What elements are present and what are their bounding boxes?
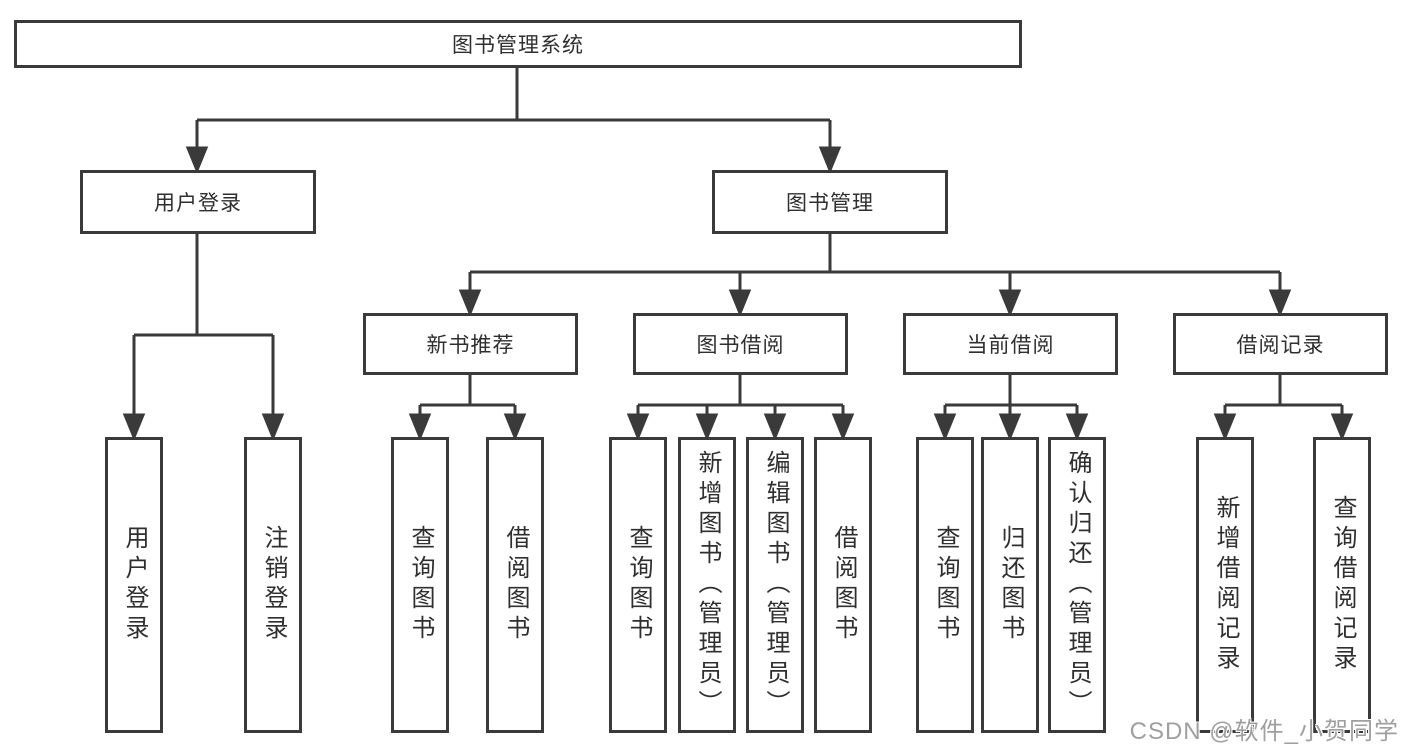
node-label: 用户登录 <box>121 525 148 645</box>
node-label: 查询借阅记录 <box>1329 495 1356 675</box>
node-user-login: 用户登录 <box>80 170 316 234</box>
arrow-down-icon <box>1065 413 1089 441</box>
node-label: 图书管理系统 <box>452 34 584 57</box>
connectors-root-to-level2 <box>185 66 842 174</box>
arrow-down-icon <box>933 413 957 441</box>
node-label: 新书推荐 <box>426 334 515 357</box>
node-label: 确认归还（管理员） <box>1064 450 1091 720</box>
arrow-down-icon <box>1330 413 1354 441</box>
node-label: 图书管理 <box>786 192 874 215</box>
node-label: 新增借阅记录 <box>1212 495 1239 675</box>
connectors-current-borrowing-branch <box>933 373 1089 441</box>
connectors-book-borrowing-branch <box>626 373 855 441</box>
leaf-user-login: 用户登录 <box>105 437 163 733</box>
node-label: 借阅记录 <box>1236 334 1325 357</box>
leaf-edit-books-admin: 编辑图书（管理员） <box>746 437 804 733</box>
arrow-down-icon <box>626 413 650 441</box>
node-label: 注销登录 <box>260 525 287 645</box>
arrow-down-icon <box>763 413 787 441</box>
arrow-down-icon <box>122 413 146 441</box>
leaf-borrow-books-recommend: 借阅图书 <box>486 437 544 733</box>
connectors-new-book-recommend-branch <box>408 373 527 441</box>
leaf-query-books-recommend: 查询图书 <box>391 437 449 733</box>
node-label: 借阅图书 <box>830 525 857 645</box>
arrow-down-icon <box>728 289 752 317</box>
arrow-down-icon <box>458 289 482 317</box>
node-book-management: 图书管理 <box>712 170 948 234</box>
node-new-book-recommend: 新书推荐 <box>363 313 578 375</box>
leaf-confirm-return-admin: 确认归还（管理员） <box>1048 437 1106 733</box>
node-label: 查询图书 <box>625 525 652 645</box>
node-label: 当前借阅 <box>966 334 1055 357</box>
leaf-add-borrow-record: 新增借阅记录 <box>1196 437 1254 733</box>
csdn-watermark: CSDN @软件_小贺同学 <box>1129 718 1399 745</box>
node-label: 图书借阅 <box>696 334 785 357</box>
node-label: 借阅图书 <box>502 525 529 645</box>
arrow-down-icon <box>695 413 719 441</box>
arrow-down-icon <box>998 413 1022 441</box>
connectors-book-management-branch <box>458 232 1292 317</box>
arrow-down-icon <box>831 413 855 441</box>
node-label: 编辑图书（管理员） <box>762 450 789 720</box>
node-root: 图书管理系统 <box>14 20 1022 68</box>
leaf-logout-login: 注销登录 <box>244 437 302 733</box>
arrow-down-icon <box>1268 289 1292 317</box>
node-borrowing-records: 借阅记录 <box>1173 313 1388 375</box>
node-label: 用户登录 <box>154 192 242 215</box>
node-book-borrowing: 图书借阅 <box>633 313 848 375</box>
arrow-down-icon <box>185 146 209 174</box>
node-label: 新增图书（管理员） <box>694 450 721 720</box>
node-label: 归还图书 <box>997 525 1024 645</box>
connectors-borrowing-records-branch <box>1213 373 1354 441</box>
leaf-add-books-admin: 新增图书（管理员） <box>678 437 736 733</box>
node-label: 查询图书 <box>407 525 434 645</box>
leaf-borrow-books-borrowing: 借阅图书 <box>814 437 872 733</box>
arrow-down-icon <box>503 413 527 441</box>
node-label: 查询图书 <box>932 525 959 645</box>
arrow-down-icon <box>408 413 432 441</box>
leaf-query-books-borrowing: 查询图书 <box>609 437 667 733</box>
node-current-borrowing: 当前借阅 <box>903 313 1118 375</box>
connectors-user-login-branch <box>122 232 285 441</box>
arrow-down-icon <box>818 146 842 174</box>
leaf-return-books: 归还图书 <box>981 437 1039 733</box>
arrow-down-icon <box>1213 413 1237 441</box>
arrow-down-icon <box>998 289 1022 317</box>
leaf-query-books-current: 查询图书 <box>916 437 974 733</box>
arrow-down-icon <box>261 413 285 441</box>
leaf-query-borrow-record: 查询借阅记录 <box>1313 437 1371 733</box>
